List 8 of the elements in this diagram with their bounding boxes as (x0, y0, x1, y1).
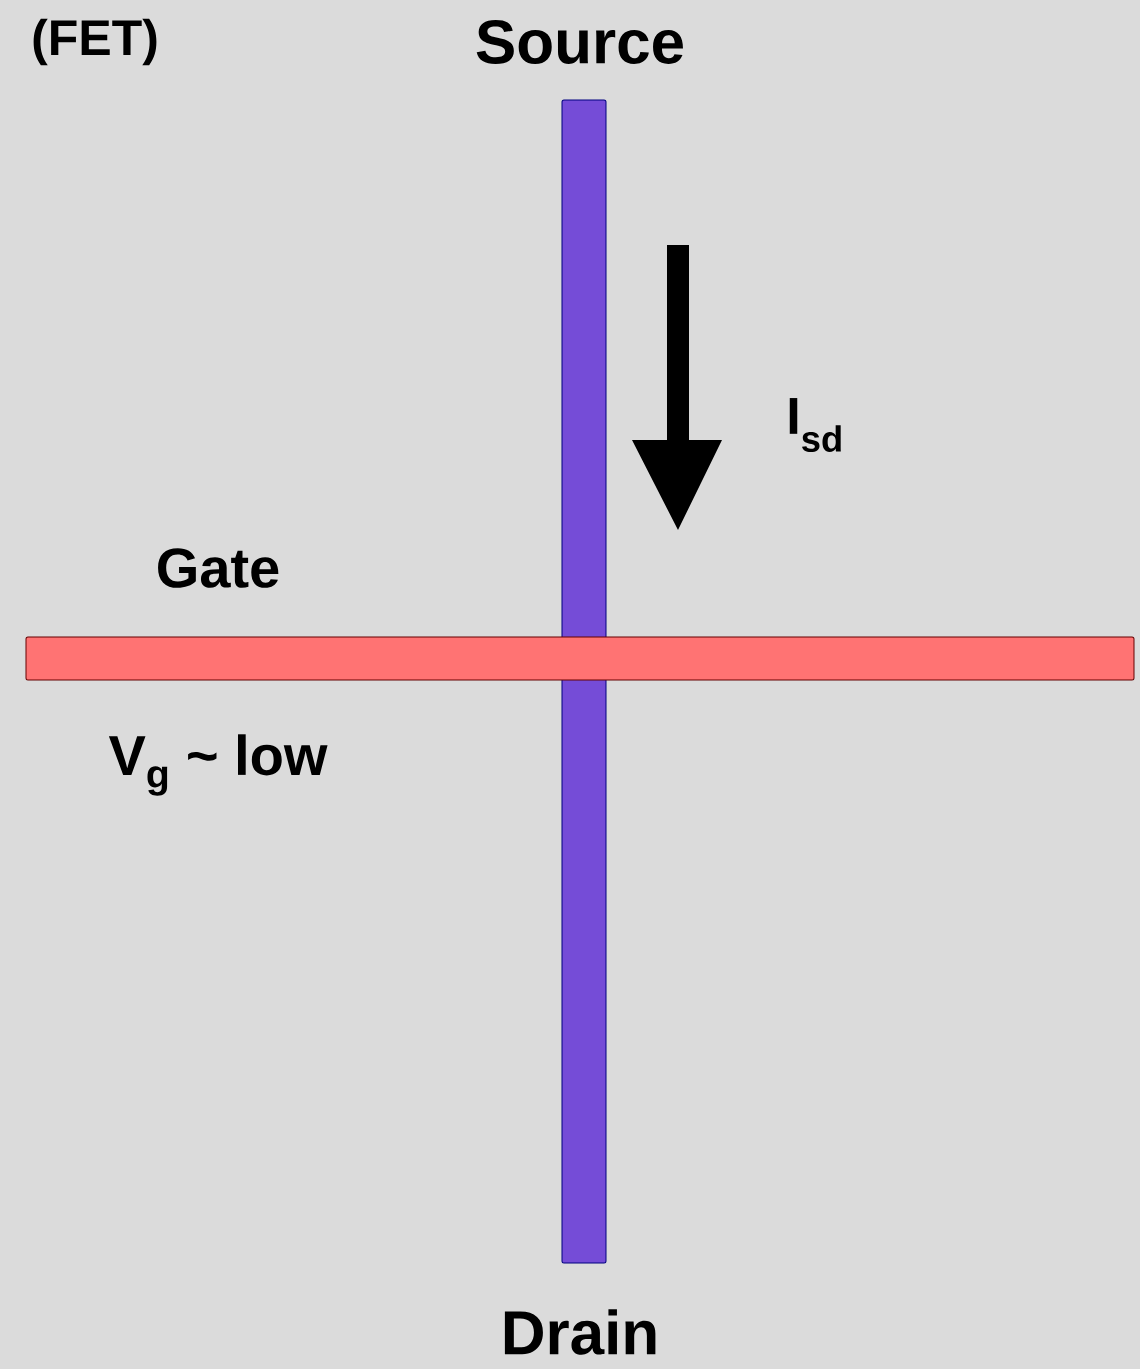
terminal-label: Source (476, 20, 683, 64)
gate-bar (25, 636, 1135, 681)
title: (FET) (33, 18, 157, 66)
terminal-label: Gate (158, 548, 279, 588)
voltage-label: V$_{g}$ ~ low (108, 734, 328, 796)
channel-bar (561, 99, 607, 1264)
terminal-label: Drain (504, 1309, 656, 1355)
current-label: I$_{sd}$ (789, 398, 841, 452)
